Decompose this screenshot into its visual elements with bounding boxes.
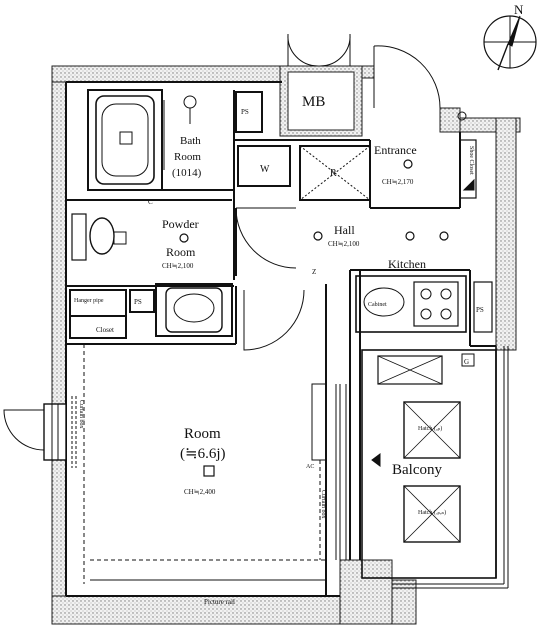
hall-ceiling: CH≒2,100 [328, 240, 360, 248]
ps-label-top: PS [241, 108, 249, 116]
doors [163, 33, 441, 351]
g-label: G [464, 358, 469, 366]
mb-label: MB [302, 94, 325, 110]
bathtub [95, 95, 155, 185]
toilet [89, 217, 115, 255]
bath-label-3: (1014) [172, 167, 202, 179]
fixtures [71, 15, 537, 584]
powder-ceiling: CH≒2,100 [162, 262, 194, 270]
z-label: Z [312, 268, 316, 276]
ps-label-right: PS [476, 306, 484, 314]
kitchen-label: Kitchen [388, 257, 426, 271]
ac-label: AC [306, 464, 314, 470]
picture-rail-label: Picture rail [204, 598, 235, 606]
ps-label-closet: PS [134, 298, 142, 306]
balcony-area [361, 346, 509, 589]
walls [51, 65, 521, 625]
room-ceiling: CH≒2,400 [184, 488, 216, 496]
kitchen-counter [355, 275, 467, 333]
w-label: W [260, 164, 270, 175]
room-label: Room [184, 426, 221, 442]
hanger-pipe-label: Hanger pipe [74, 298, 104, 304]
closet-label: Closet [96, 326, 114, 334]
cabinet-label: Cabinet [368, 302, 387, 308]
labels: N MB Entrance CH≒2,170 Bath Room (1014) … [74, 2, 524, 606]
powder-label-2: Room [166, 245, 196, 259]
hatch-upper-label: Hatch (ᵤₚ) [418, 425, 442, 432]
curtain-box-left-label: Curtain box [78, 400, 84, 429]
room-area: (≒6.6j) [180, 446, 225, 462]
hatch-lower [403, 485, 461, 543]
curtain-box-right-label: Curtain box [320, 490, 326, 519]
compass-label: N [514, 2, 524, 17]
hall-label: Hall [334, 223, 355, 237]
c-label: C [148, 198, 153, 206]
r-label: R [330, 168, 337, 179]
hatch-upper [403, 401, 461, 459]
hatch-lower-label: Hatch (ₒₚₑₙ) [418, 509, 446, 516]
balcony-label: Balcony [392, 462, 442, 478]
bath-label-1: Bath [180, 135, 201, 147]
wash-basin [165, 287, 223, 333]
left-window [3, 396, 77, 468]
entrance-ceiling: CH≒2,170 [382, 178, 414, 186]
sliding-window [311, 383, 381, 560]
bath-label-2: Room [174, 151, 201, 163]
partitions [65, 81, 496, 597]
powder-label-1: Powder [162, 217, 199, 231]
entrance-label: Entrance [374, 143, 417, 157]
shoe-closet-label: Shoe Closet [468, 146, 474, 175]
